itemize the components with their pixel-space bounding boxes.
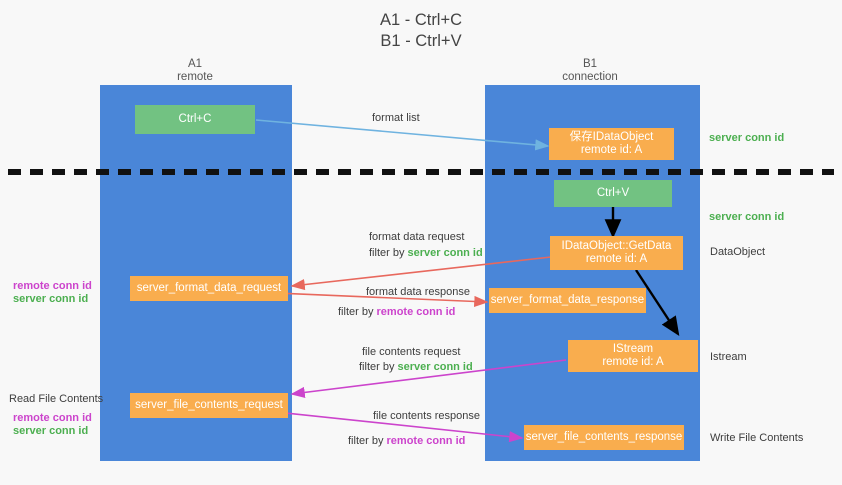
- box-server-format-data-response-label: server_format_data_response: [490, 294, 645, 306]
- lane-header-a1: A1 remote: [105, 58, 285, 84]
- box-istream-title: IStream: [612, 343, 654, 355]
- edge-label-file-contents-request: file contents request: [362, 346, 461, 358]
- filter-prefix: filter by: [338, 306, 377, 318]
- annotation-read-file-contents: Read File Contents: [9, 393, 104, 405]
- title-line-1: A1 - Ctrl+C: [379, 11, 463, 29]
- lane-header-b1: B1 connection: [495, 58, 685, 84]
- edge-label-file-contents-request-filter: filter by server conn id: [359, 360, 473, 374]
- annotation-write-file-contents: Write File Contents: [710, 432, 804, 444]
- filter-value-server-conn-id: server conn id: [407, 247, 483, 259]
- annotation-left-remote-conn-id-2: remote conn id: [13, 412, 92, 424]
- box-getdata-title: IDataObject::GetData: [561, 240, 672, 252]
- filter-prefix: filter by: [359, 361, 398, 373]
- box-server-file-contents-request[interactable]: server_file_contents_request: [130, 393, 288, 418]
- lane-a1-name: A1: [187, 58, 203, 70]
- box-server-file-contents-response-label: server_file_contents_response: [525, 431, 683, 443]
- filter-prefix: filter by: [348, 435, 387, 447]
- box-ctrl-c[interactable]: Ctrl+C: [135, 105, 255, 134]
- filter-value-remote-conn-id: remote conn id: [376, 306, 456, 318]
- box-server-file-contents-response[interactable]: server_file_contents_response: [524, 425, 684, 450]
- annotation-istream: Istream: [710, 351, 747, 363]
- box-server-format-data-response[interactable]: server_format_data_response: [489, 288, 646, 313]
- annotation-left-server-conn-id-1: server conn id: [13, 293, 89, 305]
- box-save-idataobject-subtitle: remote id: A: [580, 144, 643, 156]
- box-save-idataobject[interactable]: 保存IDataObject remote id: A: [549, 128, 674, 160]
- edge-label-format-data-response: format data response: [366, 286, 470, 298]
- box-server-format-data-request[interactable]: server_format_data_request: [130, 276, 288, 301]
- box-ctrl-c-label: Ctrl+C: [178, 113, 212, 125]
- box-ctrl-v-label: Ctrl+V: [596, 187, 630, 199]
- box-getdata-subtitle: remote id: A: [585, 253, 648, 265]
- lane-b1-name: B1: [582, 58, 598, 70]
- filter-value-server-conn-id: server conn id: [397, 361, 473, 373]
- annotation-server-conn-id-top: server conn id: [709, 132, 785, 144]
- box-istream-subtitle: remote id: A: [602, 356, 664, 368]
- annotation-left-remote-conn-id-1: remote conn id: [13, 280, 92, 292]
- annotation-server-conn-id-mid: server conn id: [709, 211, 785, 223]
- box-save-idataobject-title: 保存IDataObject: [569, 131, 654, 143]
- lane-b1-sub: connection: [562, 71, 618, 83]
- lane-a1-sub: remote: [177, 71, 213, 83]
- page-title: A1 - Ctrl+C B1 - Ctrl+V: [0, 10, 842, 52]
- box-getdata[interactable]: IDataObject::GetData remote id: A: [550, 236, 683, 270]
- box-server-format-data-request-label: server_format_data_request: [136, 282, 282, 294]
- edge-label-format-data-response-filter: filter by remote conn id: [338, 305, 455, 319]
- edge-label-file-contents-response-filter: filter by remote conn id: [348, 434, 465, 448]
- edge-label-format-data-request: format data request: [369, 231, 465, 243]
- box-server-file-contents-request-label: server_file_contents_request: [135, 399, 283, 411]
- box-istream[interactable]: IStream remote id: A: [568, 340, 698, 372]
- annotation-left-server-conn-id-2: server conn id: [13, 425, 89, 437]
- edge-label-format-data-request-filter: filter by server conn id: [369, 246, 483, 260]
- filter-prefix: filter by: [369, 247, 408, 259]
- title-line-2: B1 - Ctrl+V: [380, 32, 462, 50]
- edge-label-file-contents-response: file contents response: [373, 410, 481, 422]
- box-ctrl-v[interactable]: Ctrl+V: [554, 180, 672, 207]
- edge-label-format-list: format list: [372, 112, 420, 124]
- annotation-dataobject: DataObject: [710, 246, 766, 258]
- filter-value-remote-conn-id: remote conn id: [386, 435, 466, 447]
